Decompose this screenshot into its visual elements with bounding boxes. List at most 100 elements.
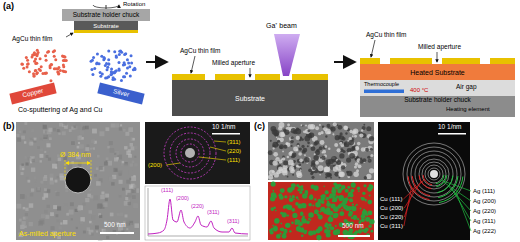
sem-image: [339, 141, 343, 145]
plane-index: Cu (111): [380, 196, 402, 202]
sputter-setup: [26, 63, 29, 66]
sem-image: [85, 126, 89, 130]
plane-index: Cu (311): [380, 223, 403, 229]
eds-map: [339, 198, 343, 202]
sem-image: [119, 195, 122, 198]
diffraction-pattern: [145, 122, 250, 184]
sem-image: [69, 210, 74, 215]
diffraction-pattern: [181, 144, 199, 162]
gap-label: Air gap: [456, 84, 477, 91]
sem-image: [51, 226, 55, 230]
sem-image: [269, 170, 275, 176]
sem-image: [320, 131, 323, 134]
sem-image: [134, 163, 137, 166]
sem-image: [40, 181, 43, 184]
sputter-setup: [36, 71, 39, 74]
sem-image: [279, 146, 282, 149]
diffraction-pattern: [438, 133, 466, 135]
sem-image: [57, 219, 60, 222]
sem-image: [268, 122, 374, 180]
sem-image: [308, 168, 312, 172]
eds-map: [325, 190, 329, 194]
eds-map: [282, 212, 287, 217]
sem-image: [110, 213, 114, 217]
plane-index: (311): [227, 139, 241, 145]
eds-map: [271, 181, 276, 186]
eds-map: [350, 194, 354, 198]
eds-map: [321, 201, 324, 204]
sem-image: [279, 132, 284, 137]
sputter-setup: [33, 51, 36, 54]
sem-image: [34, 176, 37, 179]
sem-image: [43, 193, 48, 198]
sputter-setup: [55, 67, 58, 70]
sem-image: [99, 131, 104, 136]
sputter-setup: [100, 55, 103, 58]
sem-image: [55, 180, 58, 183]
sem-image: [78, 162, 81, 165]
diffraction-pattern: [212, 133, 240, 135]
sem-image: [44, 193, 48, 197]
sputter-setup: [102, 58, 105, 61]
sem-image: [121, 164, 123, 166]
sputter-setup: [130, 62, 133, 65]
silver-target: Silver: [97, 83, 144, 105]
plane-index: Cu (220): [380, 214, 403, 220]
leader-line: [404, 185, 415, 217]
sem-image: [97, 155, 100, 158]
sputter-setup: [123, 75, 126, 78]
sputter-setup: [74, 30, 138, 33]
sem-image: [119, 127, 122, 130]
sputter-setup: [126, 67, 129, 70]
milling-setup: [172, 34, 328, 80]
sem-image: [282, 150, 284, 152]
sem-image: [357, 142, 361, 146]
leader-line: [442, 180, 471, 191]
eds-map: [341, 185, 345, 189]
sputter-setup: [32, 72, 35, 75]
sem-image: [87, 144, 90, 147]
sem-image: [107, 146, 109, 148]
eds-map: [329, 195, 332, 198]
annealing-setup: [360, 80, 515, 96]
sem-image: [287, 176, 289, 178]
sem-image: [36, 188, 40, 192]
substrate-block: Substrate: [172, 80, 328, 116]
sputter-setup: [118, 53, 121, 56]
sem-image: [365, 148, 369, 152]
sem-image: [120, 124, 122, 126]
sem-image: [91, 215, 95, 219]
eds-map: [312, 205, 314, 207]
sem-image: [93, 147, 95, 149]
sem-image: [315, 140, 320, 145]
sem-image: [368, 159, 372, 163]
sputter-setup: [62, 65, 65, 68]
sem-image: [299, 168, 302, 171]
sem-image: [96, 181, 101, 186]
sem-image: [332, 133, 334, 135]
annealing-setup: [437, 52, 438, 62]
sem-image: [83, 203, 86, 206]
sem-image: [268, 122, 374, 180]
sem-image: [132, 138, 134, 140]
sem-image: [307, 141, 310, 144]
process-arrow: [146, 61, 166, 63]
eds-map: [326, 232, 331, 237]
sem-image: [39, 219, 44, 224]
eds-map: [355, 230, 358, 233]
sem-image: [370, 154, 373, 157]
eds-map: [298, 186, 301, 189]
sem-image: [130, 163, 133, 166]
sem-image: [19, 131, 22, 134]
sputter-setup: [105, 62, 108, 65]
sem-image: [77, 146, 80, 149]
eds-map: [326, 202, 331, 207]
eds-map: [358, 229, 362, 233]
sem-image: [16, 134, 19, 137]
sem-image: [48, 158, 51, 161]
diffraction-pattern: [437, 176, 453, 193]
sputter-setup: [113, 71, 116, 74]
intensity-profile: [148, 236, 248, 237]
diffraction-pattern: [145, 122, 250, 184]
intensity-profile: [148, 199, 248, 234]
